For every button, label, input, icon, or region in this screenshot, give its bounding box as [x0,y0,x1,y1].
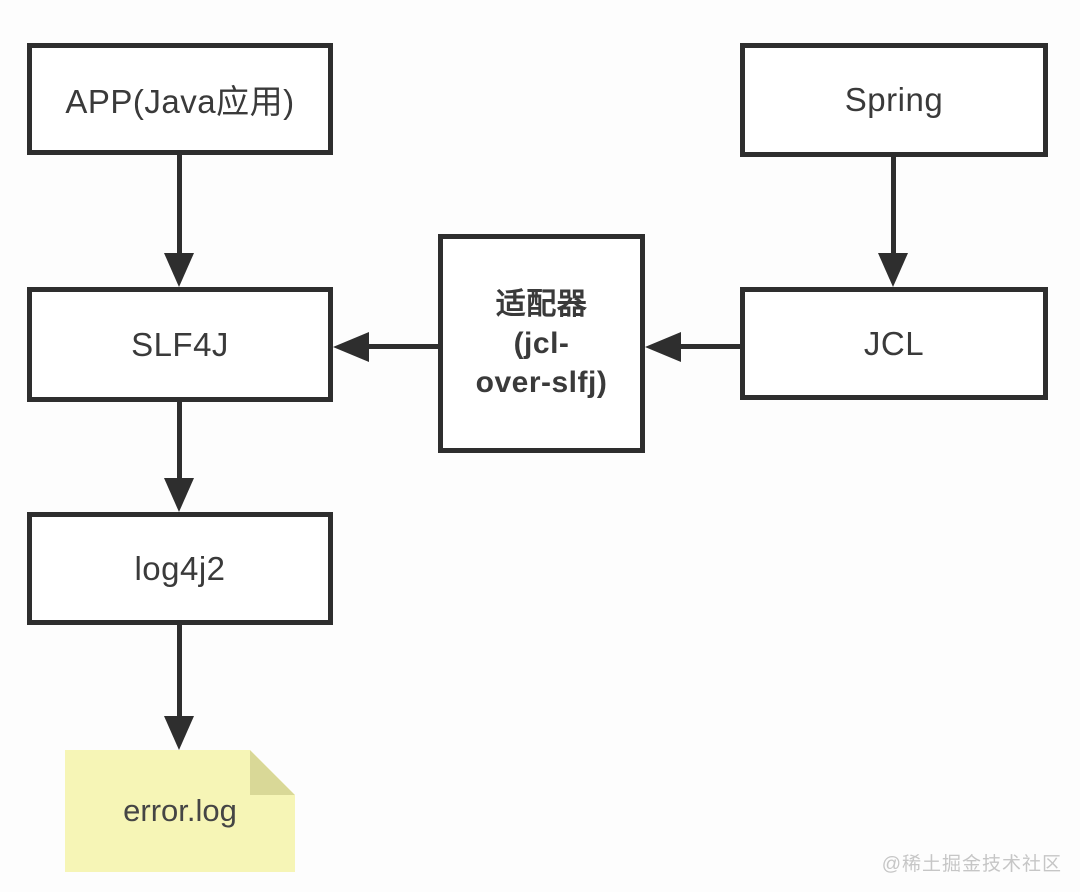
arrow-jcl-to-adapter-line [679,344,740,349]
node-error-log-label: error.log [123,793,237,828]
adapter-line-1: 适配器 [495,288,588,321]
note-folded-corner [250,750,295,795]
node-slf4j: SLF4J [27,287,333,402]
node-spring: Spring [740,43,1048,157]
arrow-app-to-slf4j-line [177,155,182,255]
arrow-app-to-slf4j-head [164,253,194,287]
node-adapter-label: 适配器 (jcl- over-slfj) [476,285,608,402]
node-error-log-file: error.log [65,750,295,872]
node-app-java: APP(Java应用) [27,43,333,155]
node-log4j2: log4j2 [27,512,333,625]
node-log4j2-label: log4j2 [134,549,226,587]
arrow-slf4j-to-log4j2-line [177,402,182,480]
arrow-log4j2-to-errorlog-line [177,625,182,718]
node-app-java-label: APP(Java应用) [65,83,295,120]
adapter-line-3: over-slfj) [475,366,608,399]
node-spring-label: Spring [844,81,944,118]
adapter-line-2: (jcl- [513,327,570,360]
node-slf4j-label: SLF4J [131,325,229,363]
node-adapter-jcl-over-slfj: 适配器 (jcl- over-slfj) [438,234,645,453]
watermark-text: @稀土掘金技术社区 [881,854,1062,875]
arrow-spring-to-jcl-head [878,253,908,287]
node-jcl-label: JCL [863,324,925,362]
arrow-log4j2-to-errorlog-head [164,716,194,750]
arrow-adapter-to-slf4j-line [367,344,438,349]
arrow-adapter-to-slf4j-head [333,332,369,362]
arrow-spring-to-jcl-line [891,157,896,255]
arrow-slf4j-to-log4j2-head [164,478,194,512]
node-jcl: JCL [740,287,1048,400]
arrow-jcl-to-adapter-head [645,332,681,362]
